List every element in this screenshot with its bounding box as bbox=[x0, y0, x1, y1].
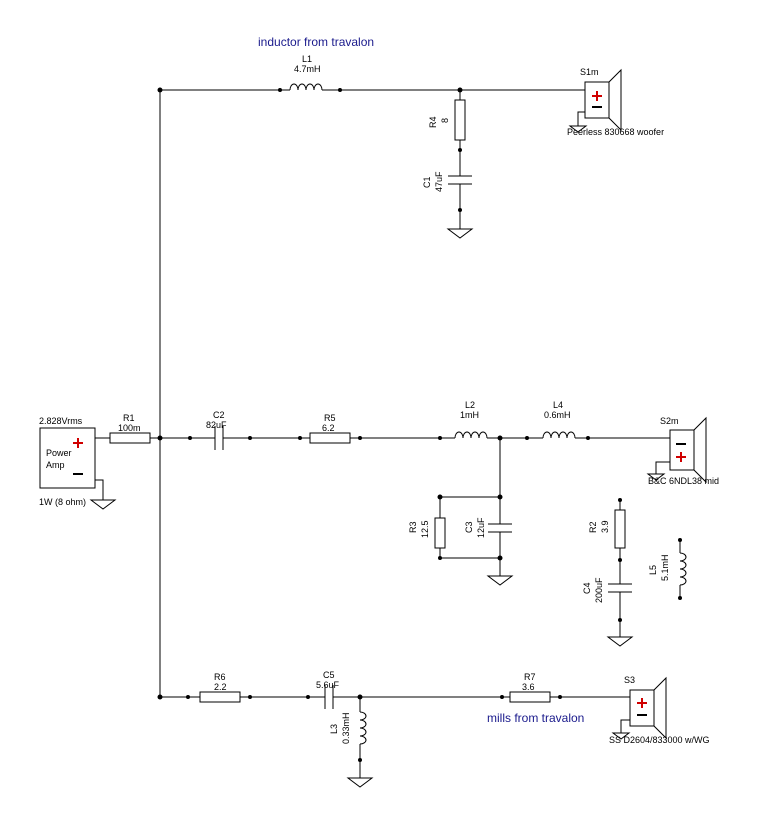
r2-ref: R2 bbox=[588, 521, 598, 533]
inductor-l1[interactable] bbox=[289, 83, 323, 91]
s1m-ref: S1m bbox=[580, 67, 599, 77]
ground-icon bbox=[446, 228, 474, 239]
r1-ref: R1 bbox=[123, 413, 135, 423]
l4-value: 0.6mH bbox=[544, 410, 571, 420]
l3-ref: L3 bbox=[329, 724, 339, 734]
c4-ref: C4 bbox=[582, 582, 592, 594]
inductor-l3[interactable] bbox=[359, 711, 367, 745]
resistor-r6[interactable] bbox=[199, 691, 241, 703]
source-power: 1W (8 ohm) bbox=[39, 497, 86, 507]
resistor-r5[interactable] bbox=[309, 432, 351, 444]
s3-ref: S3 bbox=[624, 675, 635, 685]
r7-value: 3.6 bbox=[522, 682, 535, 692]
c1-value: 47uF bbox=[434, 171, 444, 192]
ground-icon bbox=[646, 473, 666, 481]
r1-value: 100m bbox=[118, 423, 141, 433]
source-voltage: 2.828Vrms bbox=[39, 416, 83, 426]
inductor-l2[interactable] bbox=[454, 431, 488, 439]
r4-value: 8 bbox=[440, 118, 450, 123]
resistor-r2[interactable] bbox=[614, 509, 626, 549]
ground-icon bbox=[346, 777, 374, 788]
minus-icon bbox=[73, 473, 83, 475]
inductor-l4[interactable] bbox=[542, 431, 576, 439]
ground-icon bbox=[568, 125, 588, 133]
c5-ref: C5 bbox=[323, 670, 335, 680]
speaker-cone-icon bbox=[608, 68, 622, 132]
r4-ref: R4 bbox=[428, 116, 438, 128]
l2-ref: L2 bbox=[465, 400, 475, 410]
r2-value: 3.9 bbox=[600, 520, 610, 533]
c2-ref: C2 bbox=[213, 410, 225, 420]
r6-ref: R6 bbox=[214, 672, 226, 682]
c1-ref: C1 bbox=[422, 176, 432, 188]
ground-icon bbox=[611, 732, 631, 740]
resistor-r7[interactable] bbox=[509, 691, 551, 703]
r3-ref: R3 bbox=[408, 521, 418, 533]
note-inductor-source: inductor from travalon bbox=[258, 35, 374, 49]
c4-value: 200uF bbox=[594, 577, 604, 603]
c3-value: 12uF bbox=[476, 517, 486, 538]
c3-ref: C3 bbox=[464, 521, 474, 533]
speaker-cone-icon bbox=[693, 416, 707, 484]
speaker-cone-icon bbox=[653, 676, 667, 740]
r3-value: 12.5 bbox=[420, 520, 430, 538]
power-amp[interactable]: Power Amp bbox=[39, 427, 96, 489]
resistor-r1[interactable] bbox=[109, 432, 151, 444]
l1-ref: L1 bbox=[302, 54, 312, 64]
note-mills-source: mills from travalon bbox=[487, 711, 584, 725]
ground-icon bbox=[89, 499, 117, 510]
l5-ref: L5 bbox=[648, 565, 658, 575]
plus-icon-v bbox=[77, 438, 79, 448]
junction-dot bbox=[157, 435, 163, 441]
power-amp-body bbox=[39, 427, 96, 489]
inductor-l5[interactable] bbox=[679, 552, 687, 586]
l5-value: 5.1mH bbox=[660, 554, 670, 581]
l4-ref: L4 bbox=[553, 400, 563, 410]
s2m-model: B&C 6NDL38 mid bbox=[648, 476, 719, 486]
speaker-s1m[interactable] bbox=[584, 68, 622, 132]
resistor-r3[interactable] bbox=[434, 517, 446, 549]
l3-value: 0.33mH bbox=[341, 712, 351, 744]
power-amp-label-2: Amp bbox=[46, 460, 65, 470]
c2-value: 82uF bbox=[206, 420, 227, 430]
ground-icon bbox=[486, 575, 514, 586]
c5-value: 5.6uF bbox=[316, 680, 340, 690]
power-amp-label-1: Power bbox=[46, 448, 72, 458]
speaker-s2m-body bbox=[669, 429, 695, 471]
r6-value: 2.2 bbox=[214, 682, 227, 692]
junction-dot bbox=[497, 555, 503, 561]
resistor-r4[interactable] bbox=[454, 99, 466, 141]
speaker-s3[interactable] bbox=[629, 676, 667, 740]
r7-ref: R7 bbox=[524, 672, 536, 682]
s3-model: SS D2604/833000 w/WG bbox=[609, 735, 710, 745]
speaker-s2m[interactable] bbox=[669, 416, 707, 484]
l2-value: 1mH bbox=[460, 410, 479, 420]
ground-icon bbox=[606, 636, 634, 647]
l1-value: 4.7mH bbox=[294, 64, 321, 74]
s1m-model: Peerless 830668 woofer bbox=[567, 127, 664, 137]
r5-value: 6.2 bbox=[322, 423, 335, 433]
s2m-ref: S2m bbox=[660, 416, 679, 426]
junction-dot bbox=[497, 494, 503, 500]
r5-ref: R5 bbox=[324, 413, 336, 423]
